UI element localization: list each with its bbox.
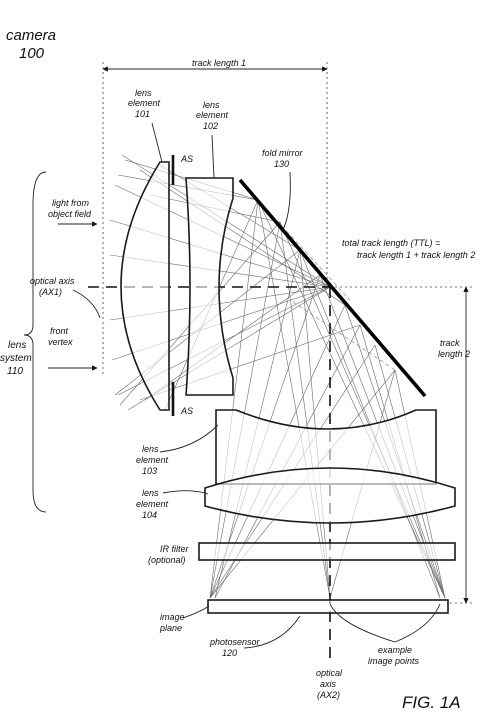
image-plane-label-2: plane [159,623,182,633]
optical-axis-ax2-label-2: axis [320,679,337,689]
example-image-points-label-1: example [378,645,412,655]
lens-element-104-label-2: element [136,499,169,509]
lens-system-brace [23,171,47,513]
optical-axis-ax2-label-3: (AX2) [317,690,340,700]
lens-element-102-label-1: lens [203,100,220,110]
ir-filter [198,542,456,561]
light-label-2: object field [48,209,92,219]
fold-mirror-label: fold mirror [262,148,304,158]
fold-mirror [238,178,427,398]
lens-element-104 [204,467,456,524]
optical-axis-ax1-label-1: optical axis [30,276,75,286]
track-length-1-dimension [102,62,328,375]
front-vertex-label-1: front [50,326,69,336]
aperture-stop-label-top: AS [180,154,193,164]
track-length-2-dimension [335,286,472,604]
lens-element-102 [185,177,234,396]
lens-system-label-1: lens [8,340,26,351]
lens-element-102-number: 102 [203,121,218,131]
optical-axis-ax1-label-2: (AX1) [39,287,62,297]
front-vertex-label-2: vertex [48,337,73,347]
camera-label: camera [6,27,56,44]
track-length-2-label-1: track [440,338,460,348]
ttl-label-1: total track length (TTL) = [342,238,440,248]
aperture-stop-label-bottom: AS [180,406,193,416]
ir-filter-label-2: (optional) [148,555,186,565]
fold-mirror-number: 130 [274,159,289,169]
lens-element-103-label-1: lens [142,444,159,454]
photosensor [207,599,449,614]
lens-element-104-number: 104 [142,510,157,520]
lens-element-102-label-2: element [196,110,229,120]
light-label-1: light from [52,198,90,208]
lens-element-101-number: 101 [135,109,150,119]
photosensor-number: 120 [222,648,237,658]
lens-system-label-2: system [0,353,32,364]
camera-number: 100 [19,45,45,62]
lens-element-103-label-2: element [136,455,169,465]
optical-axis-ax2-label-1: optical [316,668,343,678]
lens-element-101-label-2: element [128,98,161,108]
ttl-label-2: track length 1 + track length 2 [357,250,475,260]
photosensor-label: photosensor [209,637,261,647]
figure-label: FIG. 1A [402,693,461,712]
ir-filter-label-1: IR filter [160,544,190,554]
track-length-2-label-2: length 2 [438,349,470,359]
lens-element-101 [120,161,170,411]
leader-lines [72,122,441,649]
lens-system-number: 110 [7,366,23,377]
lens-element-101-label-1: lens [135,88,152,98]
lens-element-104-label-1: lens [142,488,159,498]
lens-element-103 [215,409,437,485]
image-plane-label-1: image [160,612,185,622]
track-length-1-label: track length 1 [192,58,246,68]
lens-element-103-number: 103 [142,466,157,476]
example-image-points-label-2: image points [368,656,420,666]
